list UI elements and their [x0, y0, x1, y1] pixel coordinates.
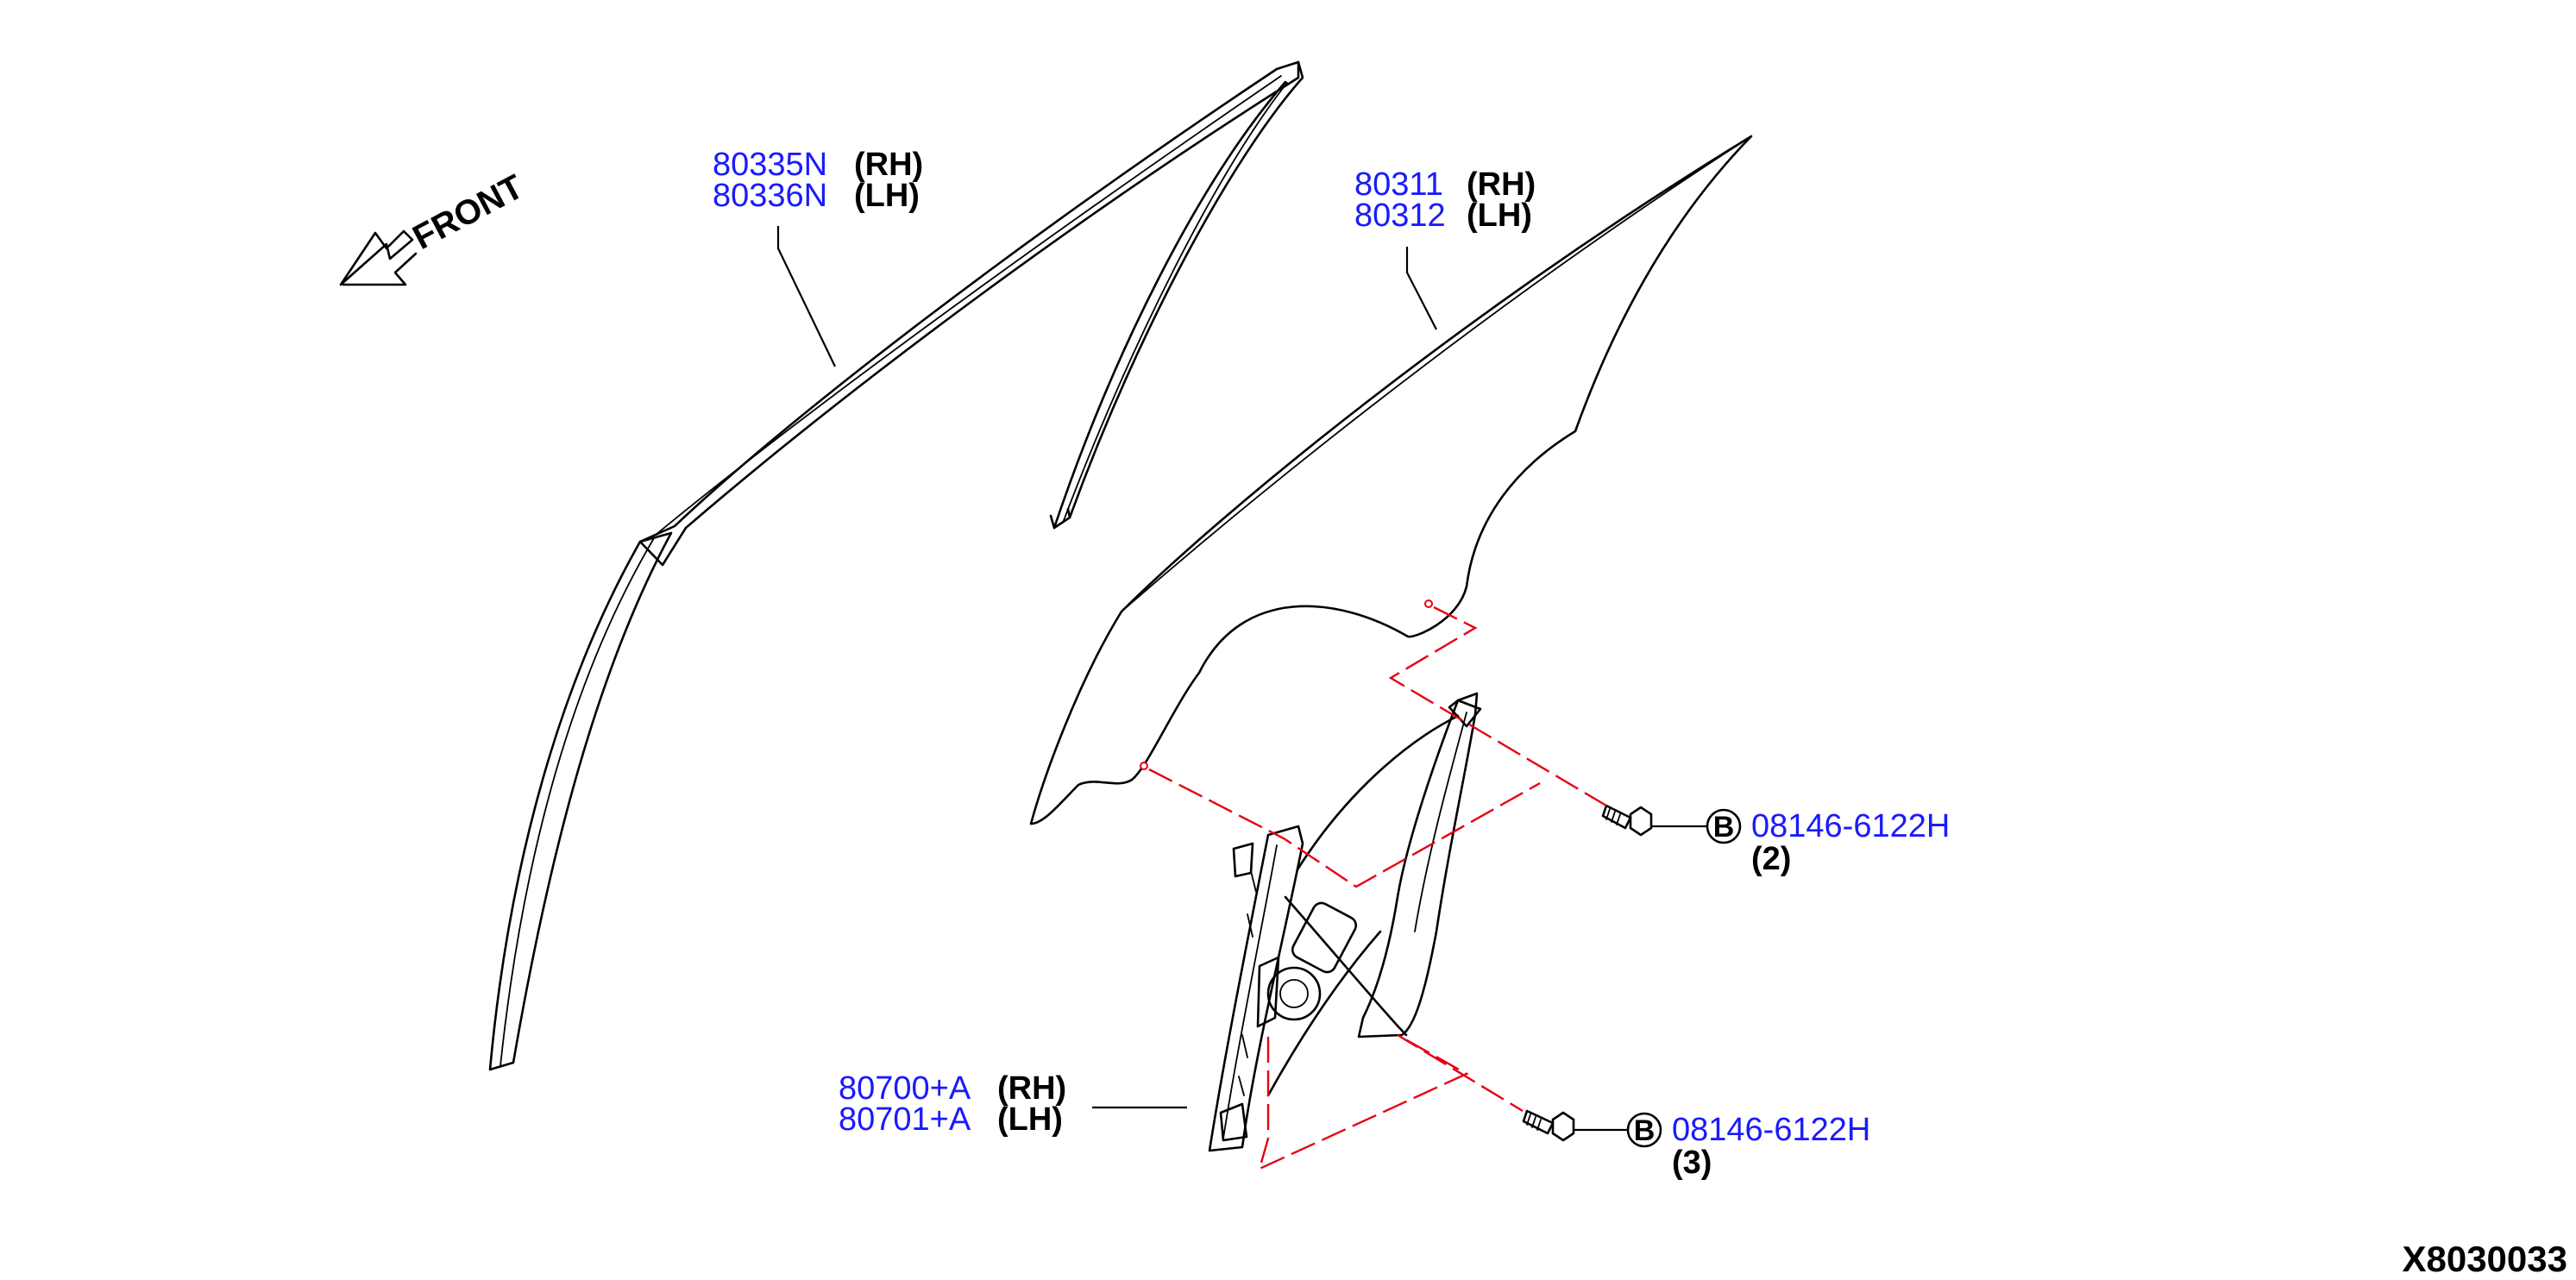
front-label: FRONT — [407, 167, 530, 257]
bolt-upper-icon — [1601, 804, 1653, 837]
bolt-lower-badge-letter: B — [1634, 1114, 1656, 1147]
sash-lh-side: (LH) — [854, 178, 920, 214]
regulator-rh-part-number[interactable]: 80700+A — [839, 1070, 971, 1107]
installation-guides — [1148, 605, 1607, 1171]
bolt-lower-icon — [1522, 1109, 1575, 1142]
glass-mount-hole — [1140, 762, 1148, 770]
glass-lh-part-number[interactable]: 80312 — [1354, 198, 1446, 234]
door-sash-channel — [488, 60, 1304, 1071]
bolt-upper-badge: B — [1706, 808, 1742, 844]
glass-mount-hole — [1424, 599, 1433, 608]
glass-lh-side: (LH) — [1467, 198, 1532, 234]
sash-leader — [776, 226, 836, 367]
regulator-rh-side: (RH) — [997, 1070, 1066, 1107]
bolt-upper-badge-letter: B — [1713, 811, 1735, 844]
regulator-lh-part-number[interactable]: 80701+A — [839, 1101, 971, 1138]
glass-rh-side: (RH) — [1467, 166, 1536, 203]
bolt-lower-badge: B — [1626, 1112, 1662, 1148]
bolt-upper-quantity: (2) — [1751, 841, 1791, 877]
glass-rh-part-number[interactable]: 80311 — [1354, 166, 1443, 203]
bolt-lower-part-number[interactable]: 08146-6122H — [1672, 1112, 1870, 1148]
bolt-lower-quantity: (3) — [1672, 1145, 1712, 1181]
regulator-lh-side: (LH) — [997, 1101, 1063, 1138]
bolt-upper-part-number[interactable]: 08146-6122H — [1751, 808, 1950, 844]
front-arrow-icon — [339, 229, 418, 286]
window-regulator — [1208, 692, 1482, 1152]
door-glass — [1029, 135, 1753, 825]
sash-lh-part-number[interactable]: 80336N — [713, 178, 827, 214]
diagram-code: X8030033 — [2402, 1239, 2567, 1279]
sash-rh-side: (RH) — [854, 147, 923, 183]
glass-leader — [1405, 247, 1437, 330]
sash-rh-part-number[interactable]: 80335N — [713, 147, 827, 183]
